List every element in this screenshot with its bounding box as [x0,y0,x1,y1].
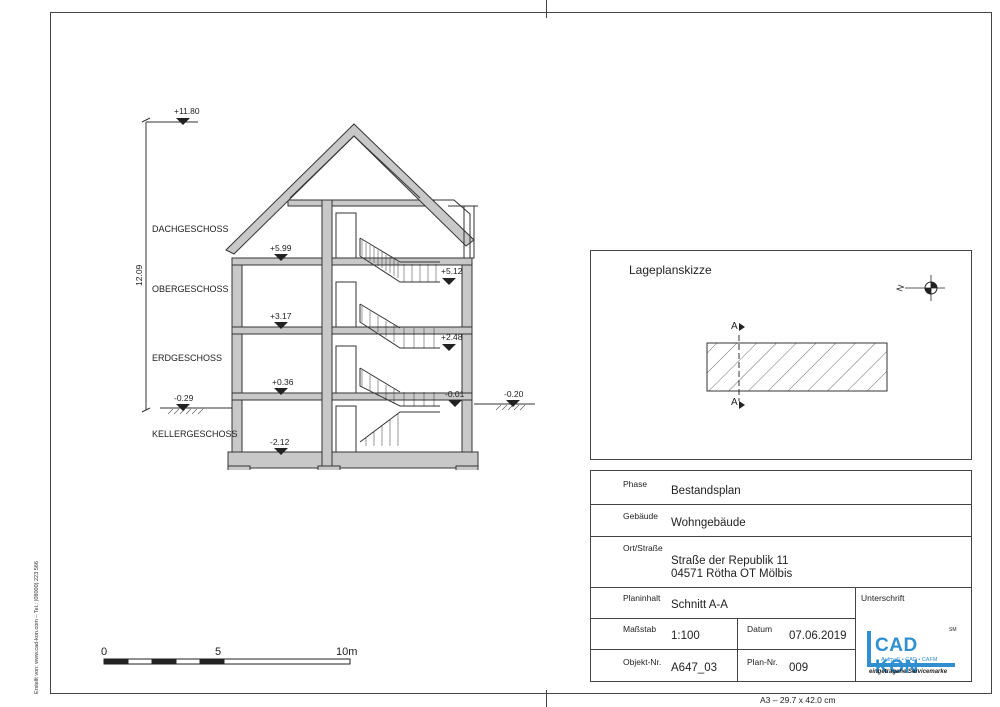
objekt-value: A647_03 [671,662,718,674]
unterschrift-label: Unterschrift [861,593,905,603]
phase-label: Phase [623,479,648,489]
level-keller: -2.12 [270,437,290,447]
gebaeude-label: Gebäude [623,511,658,521]
section-drawing: +11.80 -0.29 -0.20 +5.99 +3.17 +0.36 -2.… [134,106,535,470]
massstab-value: 1:100 [671,630,700,642]
floor-label-dach: DACHGESCHOSS [152,224,229,234]
level-ground-right: -0.20 [504,389,524,399]
cadkon-logo: CAD KON SM Aufmaß • CAD • CAFM eingetrag… [863,625,963,679]
sheet-format: A3 – 29.7 x 42.0 cm [760,695,836,705]
massstab-label: Maßstab [623,624,657,634]
gebaeude-value: Wohngebäude [671,517,746,529]
ort-line2: 04571 Rötha OT Mölbis [671,568,793,580]
plan-value: 009 [789,662,809,674]
datum-label: Datum [747,624,773,634]
level-erd: +0.36 [272,377,294,387]
ort-line1: Straße der Republik 11 [671,555,789,567]
scale-bar: 0 5 10m [101,646,357,665]
bottom-center-tick [546,690,547,707]
level-ober: +3.17 [270,311,292,321]
plan-label: Plan-Nr. [747,657,778,667]
scale-ten: 10m [336,646,357,658]
datum-value: 07.06.2019 [789,630,847,642]
logo-name: CAD KON [875,635,919,678]
scale-five: 5 [215,646,221,658]
section-marker-top: A [731,321,738,332]
level-ground-left: -0.29 [174,393,194,403]
logo-tagline2: eingetragene Servicemarke [869,669,948,675]
lageplan-title: Lageplanskizze [629,263,712,277]
site-sketch [706,275,945,409]
title-block: Phase Bestandsplan Gebäude Wohngebäude O… [590,470,972,682]
planinhalt-value: Schnitt A-A [671,599,728,611]
lageplan-box: Lageplanskizze A A N [590,250,972,460]
level-landing3: -0.01 [445,389,465,399]
top-center-tick [546,0,547,18]
floor-label-ober: OBERGESCHOSS [152,284,229,294]
floor-label-erd: ERDGESCHOSS [152,353,222,363]
level-landing2: +2.48 [441,332,463,342]
planinhalt-label: Planinhalt [623,593,661,603]
phase-value: Bestandsplan [671,485,741,497]
sheet-frame [50,12,992,694]
height-dimension: 12.09 [134,264,144,286]
level-dach: +5.99 [270,243,292,253]
level-top: +11.80 [174,106,200,116]
side-note: Erstellt von: www.cad-kon.com – Tel.: (0… [34,561,40,694]
level-landing1: +5.12 [441,266,463,276]
section-marker-bottom: A [731,397,738,408]
logo-tagline1: Aufmaß • CAD • CAFM [881,657,938,663]
ort-label: Ort/Straße [623,543,663,553]
objekt-label: Objekt-Nr. [623,657,662,667]
floor-label-keller: KELLERGESCHOSS [152,429,238,439]
scale-zero: 0 [101,646,107,658]
logo-sm: SM [949,627,957,633]
